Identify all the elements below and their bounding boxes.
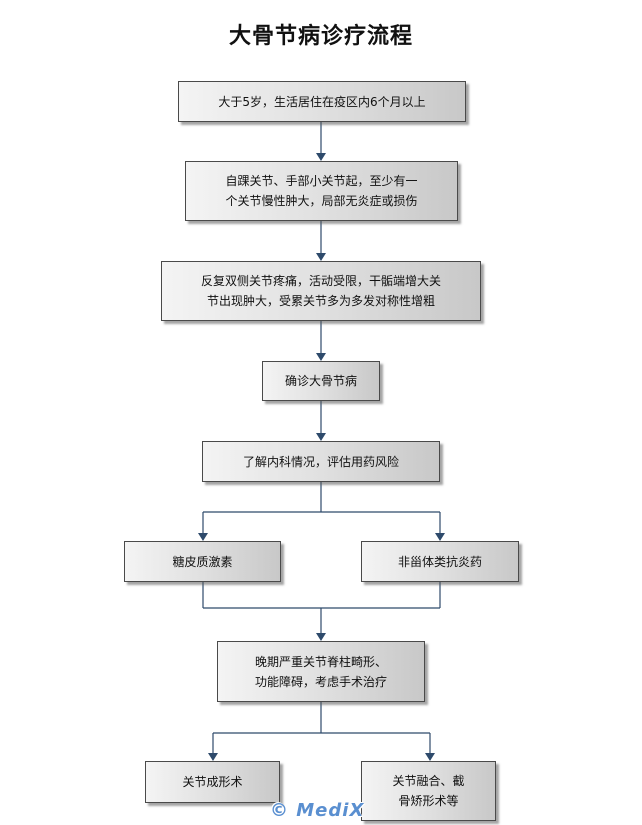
step-joint-swelling-line-2: 个关节慢性肿大，局部无炎症或损伤 [225,194,418,208]
step-joint-swelling-line-1: 自踝关节、手部小关节起，至少有一 [225,174,418,188]
step-fusion-osteotomy: 关节融合、截 骨矫形术等 [361,761,496,821]
step-arthroplasty: 关节成形术 [145,761,280,803]
step-nsaid-text: 非甾体类抗炎药 [397,554,482,569]
step-evaluate-risk: 了解内科情况，评估用药风险 [202,441,440,482]
step-arthroplasty-text: 关节成形术 [182,775,243,789]
step-nsaid: 非甾体类抗炎药 [361,541,519,582]
step-age-residence-text: 大于5岁，生活居住在疫区内6个月以上 [218,94,426,109]
step-age-residence: 大于5岁，生活居住在疫区内6个月以上 [178,81,466,122]
step-evaluate-risk-text: 了解内科情况，评估用药风险 [242,454,399,469]
step-joint-pain: 反复双侧关节疼痛，活动受限，干骺端增大关 节出现肿大，受累关节多为多发对称性增粗 [161,261,481,321]
medix-watermark: © MediX [270,800,365,821]
step-surgery-consider: 晚期严重关节脊柱畸形、 功能障碍，考虑手术治疗 [217,641,425,702]
step-joint-pain-line-1: 反复双侧关节疼痛，活动受限，干骺端增大关 [200,274,441,288]
step-fusion-osteotomy-line-2: 骨矫形术等 [398,794,459,808]
step-confirm-diagnosis: 确诊大骨节病 [262,361,380,401]
step-joint-swelling: 自踝关节、手部小关节起，至少有一 个关节慢性肿大，局部无炎症或损伤 [185,161,458,221]
step-surgery-consider-line-1: 晚期严重关节脊柱畸形、 [254,654,387,669]
step-fusion-osteotomy-line-1: 关节融合、截 [392,774,465,788]
step-glucocorticoid: 糖皮质激素 [124,541,281,582]
step-glucocorticoid-text: 糖皮质激素 [172,554,233,569]
step-confirm-diagnosis-text: 确诊大骨节病 [284,374,357,388]
step-joint-pain-line-2: 节出现肿大，受累关节多为多发对称性增粗 [206,294,435,308]
step-surgery-consider-line-2: 功能障碍，考虑手术治疗 [254,674,387,689]
page-title: 大骨节病诊疗流程 [228,24,413,49]
